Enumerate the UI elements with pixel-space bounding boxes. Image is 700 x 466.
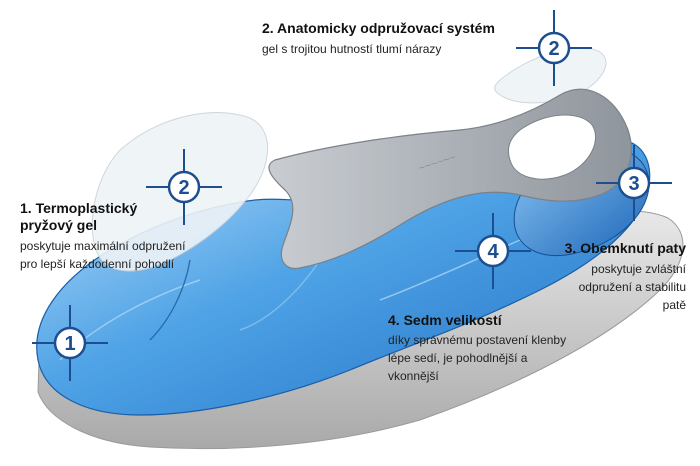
- marker-m3: 3: [596, 145, 672, 221]
- callout-4-title: 4. Sedm velikostí: [388, 312, 502, 328]
- top-layer-cutout: [507, 114, 597, 180]
- marker-circle: [53, 326, 87, 360]
- marker-number: 4: [487, 241, 499, 263]
- marker-number: 2: [548, 38, 559, 60]
- gel-contour: [239, 259, 321, 331]
- marker-circle: [617, 166, 651, 200]
- callout-1-description: poskytuje maximální odpružení pro lepší …: [20, 239, 186, 271]
- callout-2-description: gel s trojitou hutností tlumí nárazy: [262, 42, 442, 56]
- marker-m2a: 2: [146, 149, 222, 225]
- marker-circle: [476, 234, 510, 268]
- callout-3-title: 3. Obemknutí paty: [564, 240, 686, 256]
- marker-m1: 1: [32, 305, 108, 381]
- marker-circle: [537, 31, 571, 65]
- callout-2-title: 2. Anatomicky odpružovací systém: [262, 20, 495, 36]
- callout-markers: 1 2 2 3 4: [32, 10, 672, 381]
- callout-4-description: díky správnému postavení klenby lépe sed…: [388, 333, 567, 383]
- marker-m2b: 2: [516, 10, 592, 86]
- marker-number: 3: [628, 173, 639, 195]
- callout-1-title: 1. Termoplastický pryžový gel: [20, 200, 138, 233]
- marker-m4: 4: [455, 213, 531, 289]
- marker-number: 1: [64, 333, 75, 355]
- gel-contour: [149, 259, 191, 341]
- callout-3-description: poskytuje zvláštní odpružení a stabilitu…: [578, 262, 686, 312]
- marker-number: 2: [178, 177, 189, 199]
- marker-circle: [167, 170, 201, 204]
